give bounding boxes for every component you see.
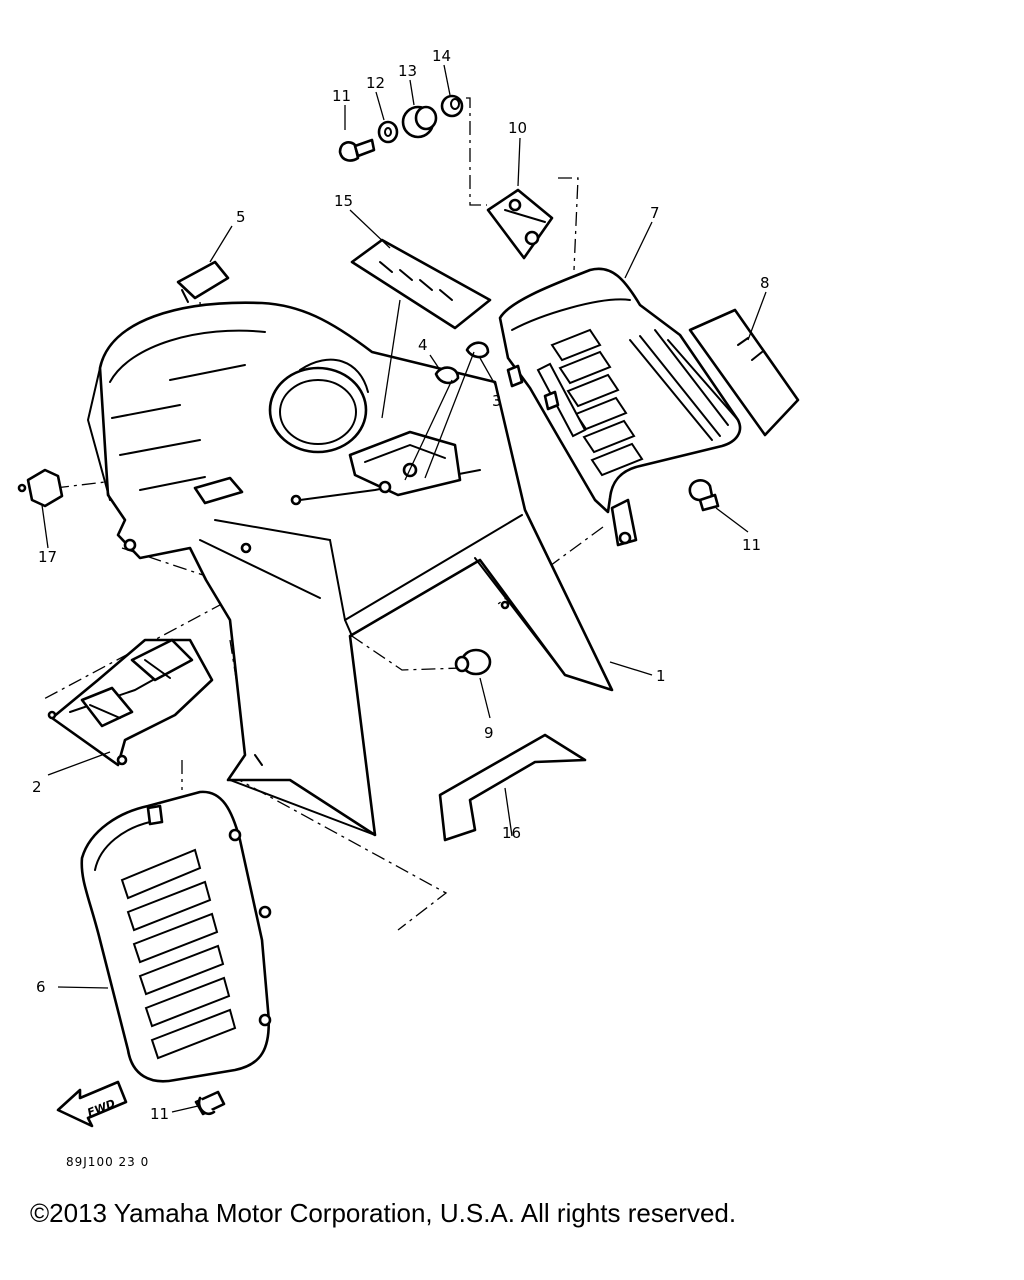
callout-8: 8 xyxy=(760,274,770,292)
drawing-code: 89J100 23 0 xyxy=(66,1155,149,1169)
part-4-clip xyxy=(434,366,460,385)
callout-2: 2 xyxy=(32,778,42,796)
copyright-notice: ©2013 Yamaha Motor Corporation, U.S.A. A… xyxy=(30,1198,737,1228)
part-15-pad xyxy=(350,238,492,330)
callout-15: 15 xyxy=(334,192,353,210)
part-11-bolt-top xyxy=(338,138,376,162)
part-16-pad xyxy=(438,733,587,842)
part-14-grommet-small xyxy=(440,94,464,118)
callout-5: 5 xyxy=(236,208,246,226)
callout-6: 6 xyxy=(36,978,46,996)
callout-12: 12 xyxy=(366,74,385,92)
part-10-bracket xyxy=(486,188,554,260)
part-3-clip xyxy=(465,341,490,359)
part-5-cap xyxy=(176,260,230,303)
callout-14: 14 xyxy=(432,47,451,65)
part-6-side-cover xyxy=(80,790,272,1083)
callout-11-right: 11 xyxy=(742,536,761,554)
callout-11-top: 11 xyxy=(332,87,351,105)
callout-16: 16 xyxy=(502,824,521,842)
callout-labels: 11 12 13 14 10 5 15 7 8 4 3 11 1 9 16 2 … xyxy=(32,47,770,1123)
callout-leaders xyxy=(41,64,767,1113)
callout-1: 1 xyxy=(656,667,666,685)
callout-9: 9 xyxy=(484,724,494,742)
part-9-grommet xyxy=(454,648,492,676)
part-11-bolt-right xyxy=(688,479,720,512)
part-7-side-cover xyxy=(498,267,742,547)
callout-11-bottom: 11 xyxy=(150,1105,169,1123)
part-1-main-body xyxy=(87,301,614,837)
callout-10: 10 xyxy=(508,119,527,137)
part-12-washer xyxy=(377,120,399,144)
fwd-arrow-icon: FWD xyxy=(56,1080,128,1128)
part-8-pad xyxy=(688,308,800,437)
part-13-collar xyxy=(401,105,438,139)
callout-4: 4 xyxy=(418,336,428,354)
callout-7: 7 xyxy=(650,204,660,222)
part-11-bolt-bottom xyxy=(194,1090,226,1116)
part-2-switch-panel xyxy=(47,638,214,767)
callout-13: 13 xyxy=(398,62,417,80)
callout-17: 17 xyxy=(38,548,57,566)
part-17-clip xyxy=(17,468,64,508)
callout-3: 3 xyxy=(492,392,502,410)
